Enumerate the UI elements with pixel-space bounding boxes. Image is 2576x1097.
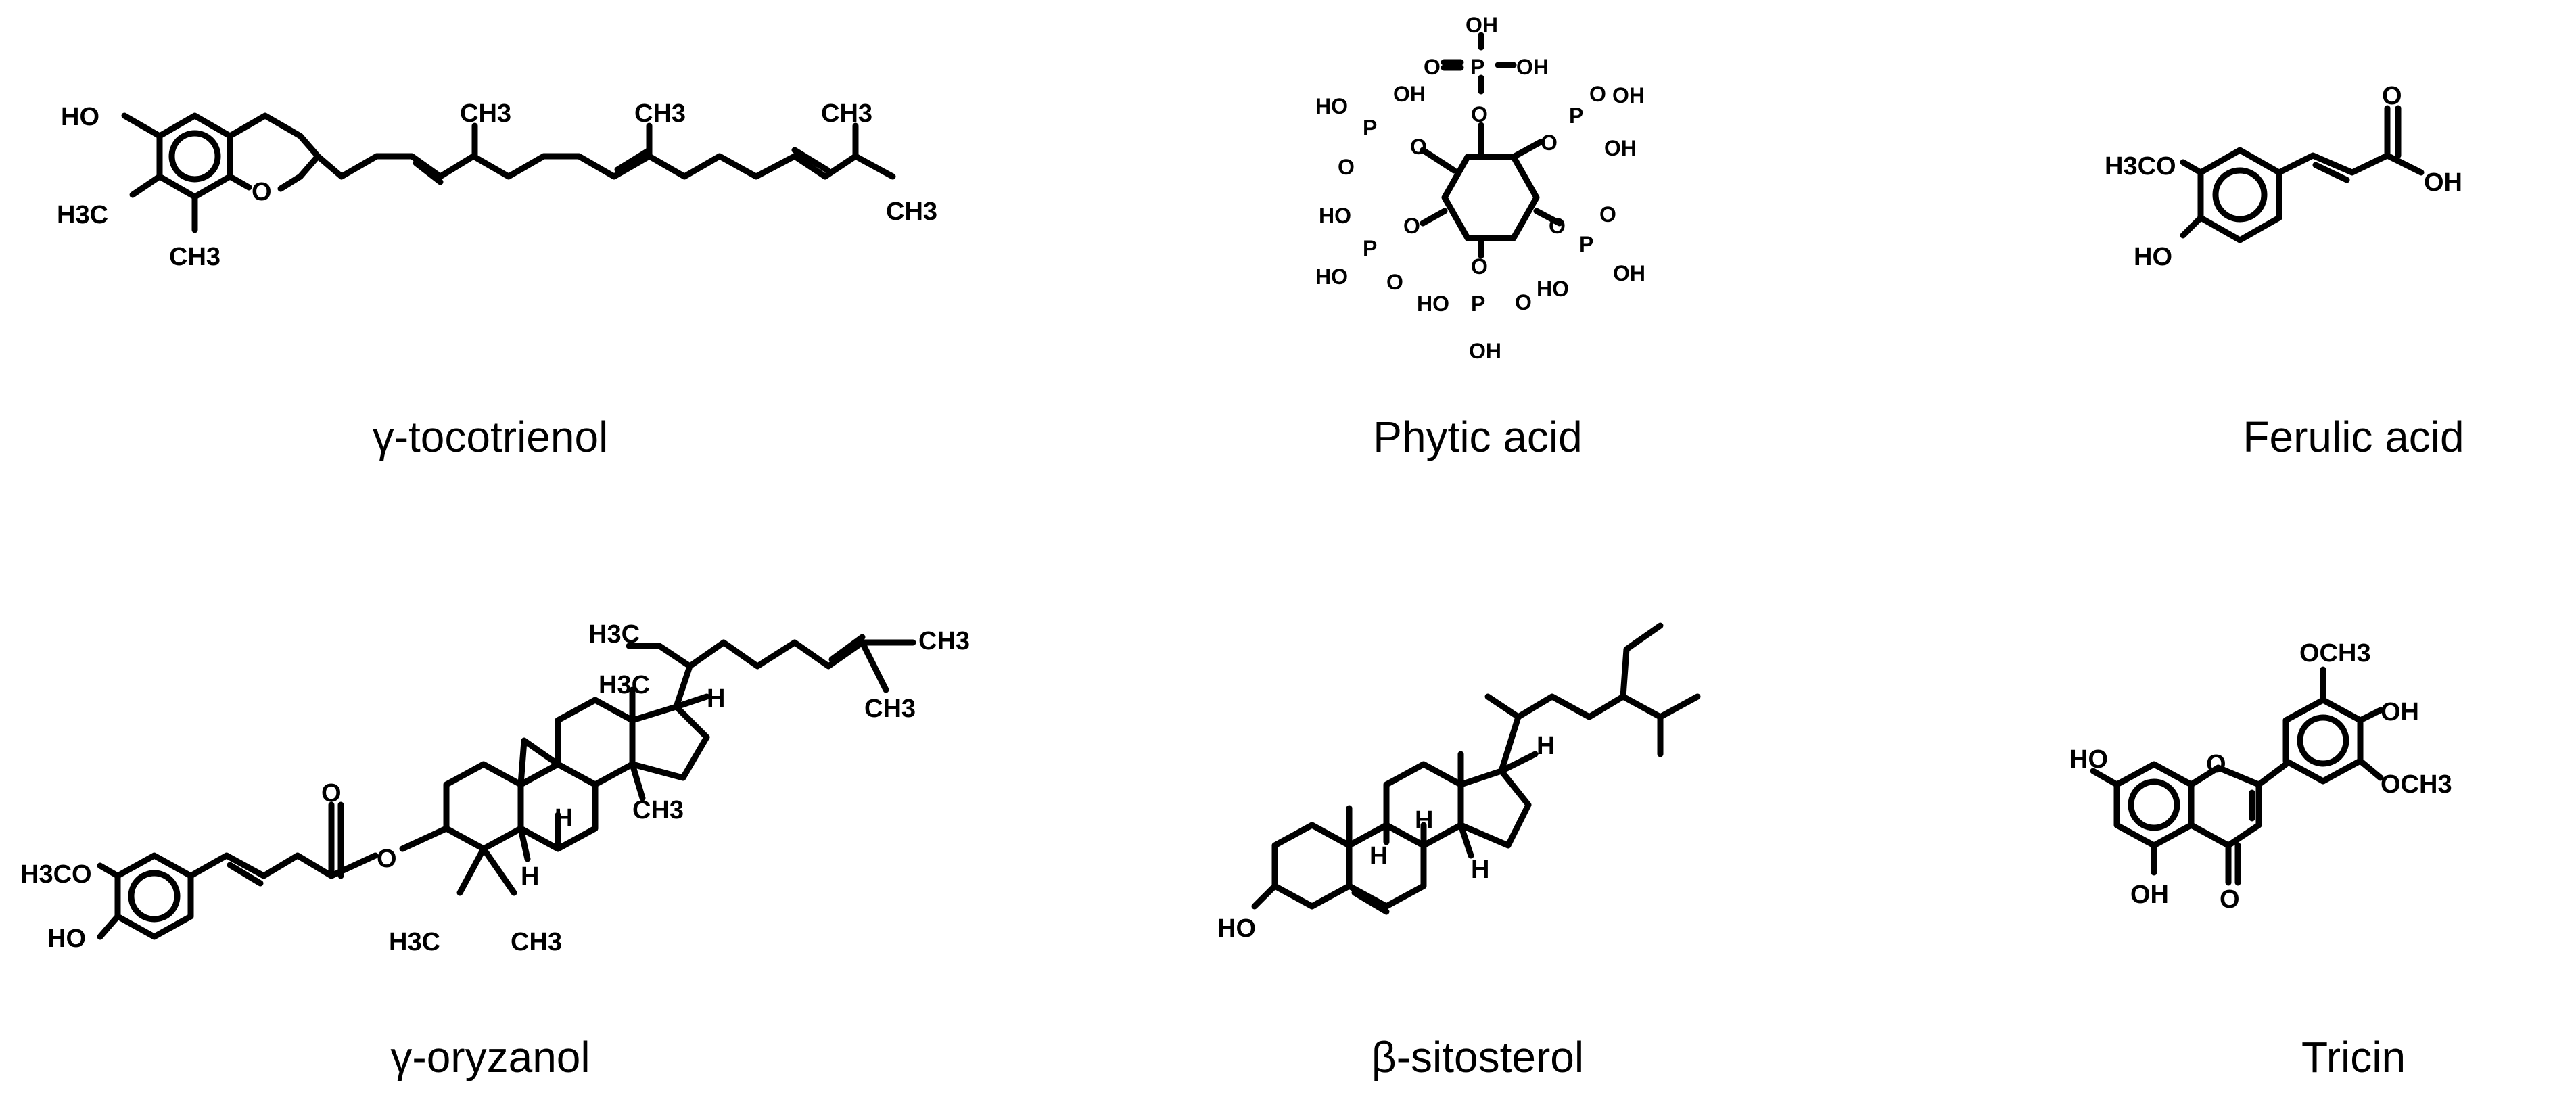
gt-ch3-a-label: CH3 (460, 99, 511, 128)
beta-sitosterol-structure: HO H H H H β-sitosterol (1217, 622, 1701, 1081)
tr-och3-5: OCH3 (2381, 770, 2452, 799)
pa-o-8: O (1386, 270, 1403, 294)
bs-h-17: H (1537, 732, 1555, 760)
pa-p-3: P (1569, 103, 1583, 128)
pa-ho-5: HO (1417, 291, 1449, 316)
pa-o-12: O (1515, 290, 1532, 314)
tr-o-keto: O (2220, 885, 2240, 914)
tricin-caption: Tricin (2301, 1033, 2406, 1081)
pa-o-11: O (1471, 254, 1488, 279)
go-ho-label: HO (47, 925, 86, 953)
gamma-oryzanol-caption: γ-oryzanol (390, 1033, 590, 1081)
fa-h3co-label: H3CO (2105, 152, 2176, 181)
phytic-acid-structure: OH O P OH O OH HO P O O O P O OH OH O HO… (1315, 13, 1645, 461)
pa-o-6: O (1589, 82, 1606, 106)
go-ch3-gem: CH3 (511, 928, 562, 956)
bs-h-14: H (1471, 856, 1489, 884)
pa-oh-1: OH (1466, 13, 1498, 37)
pa-p-6: P (1471, 291, 1485, 316)
fa-ho-label: HO (2134, 243, 2172, 271)
pa-p-5: P (1579, 232, 1593, 256)
pa-ho-4: HO (1537, 277, 1569, 301)
pa-ho-2: HO (1319, 204, 1351, 228)
go-o-ester: O (377, 845, 397, 873)
pa-oh-4: OH (1612, 83, 1645, 108)
gt-ch3-d-label: CH3 (886, 197, 937, 226)
tr-oh-5: OH (2130, 881, 2169, 909)
gamma-tocotrienol-caption: γ-tocotrienol (373, 413, 609, 461)
pa-ho-1: HO (1315, 94, 1348, 118)
go-h3c-13: H3C (599, 671, 650, 699)
tr-oh-4: OH (2381, 698, 2419, 726)
pa-o-7: O (1403, 214, 1420, 238)
fa-o-label: O (2382, 82, 2402, 110)
go-ch3-a: CH3 (918, 627, 970, 655)
pa-oh-7: OH (1469, 339, 1501, 363)
gt-o-label: O (252, 178, 272, 206)
gt-ch3-8-label: CH3 (169, 243, 220, 271)
pa-o-9: O (1549, 214, 1566, 238)
pa-p-1: P (1470, 55, 1484, 79)
go-h3co-label: H3CO (20, 860, 92, 889)
go-h-17: H (707, 684, 725, 713)
pa-o-5: O (1541, 131, 1558, 155)
pa-ho-3: HO (1315, 264, 1348, 289)
tr-o-ring: O (2206, 750, 2226, 778)
bs-ho-label: HO (1217, 914, 1256, 943)
pa-o-1: O (1424, 55, 1441, 79)
go-h-8: H (555, 804, 573, 833)
tr-och3-3: OCH3 (2299, 639, 2371, 668)
gamma-oryzanol-structure: H3CO HO O O H3C CH3 H H H3C CH3 H H3C CH… (20, 620, 970, 1081)
ferulic-acid-structure: H3CO HO O OH Ferulic acid (2105, 82, 2464, 461)
fa-oh-label: OH (2424, 168, 2462, 197)
go-h3c-label: H3C (389, 928, 440, 956)
pa-o-3: O (1338, 155, 1355, 179)
gt-ch3-b-label: CH3 (634, 99, 686, 128)
pa-o-2: O (1471, 102, 1488, 126)
beta-sitosterol-caption: β-sitosterol (1372, 1033, 1584, 1081)
bs-h-8: H (1369, 842, 1388, 870)
pa-oh-6: OH (1613, 261, 1645, 285)
go-h3c-20: H3C (588, 620, 640, 649)
go-h-5: H (521, 862, 539, 891)
gt-ch3-c-label: CH3 (821, 99, 872, 128)
tricin-structure: HO OH O O OCH3 OH OCH3 Tricin (2069, 639, 2452, 1081)
pa-oh-5: OH (1604, 136, 1637, 160)
go-ch3-b: CH3 (864, 695, 916, 723)
go-o-carbonyl: O (321, 779, 342, 808)
pa-oh-2: OH (1516, 55, 1549, 79)
gamma-tocotrienol-structure: HO H3C CH3 O CH3 CH3 CH3 CH3 γ-tocotrien… (57, 99, 937, 461)
pa-o-10: O (1599, 202, 1616, 227)
phytic-acid-caption: Phytic acid (1373, 413, 1582, 461)
pa-oh-3: OH (1393, 82, 1426, 106)
pa-p-2: P (1363, 116, 1377, 140)
go-ch3-14: CH3 (632, 796, 684, 824)
bs-h-9: H (1415, 806, 1433, 835)
gt-h3c-label: H3C (57, 201, 108, 229)
tr-ho-7: HO (2069, 745, 2108, 774)
pa-p-4: P (1363, 236, 1377, 260)
pa-o-4: O (1410, 135, 1427, 159)
ferulic-acid-caption: Ferulic acid (2243, 413, 2464, 461)
gt-ho-label: HO (61, 103, 99, 131)
